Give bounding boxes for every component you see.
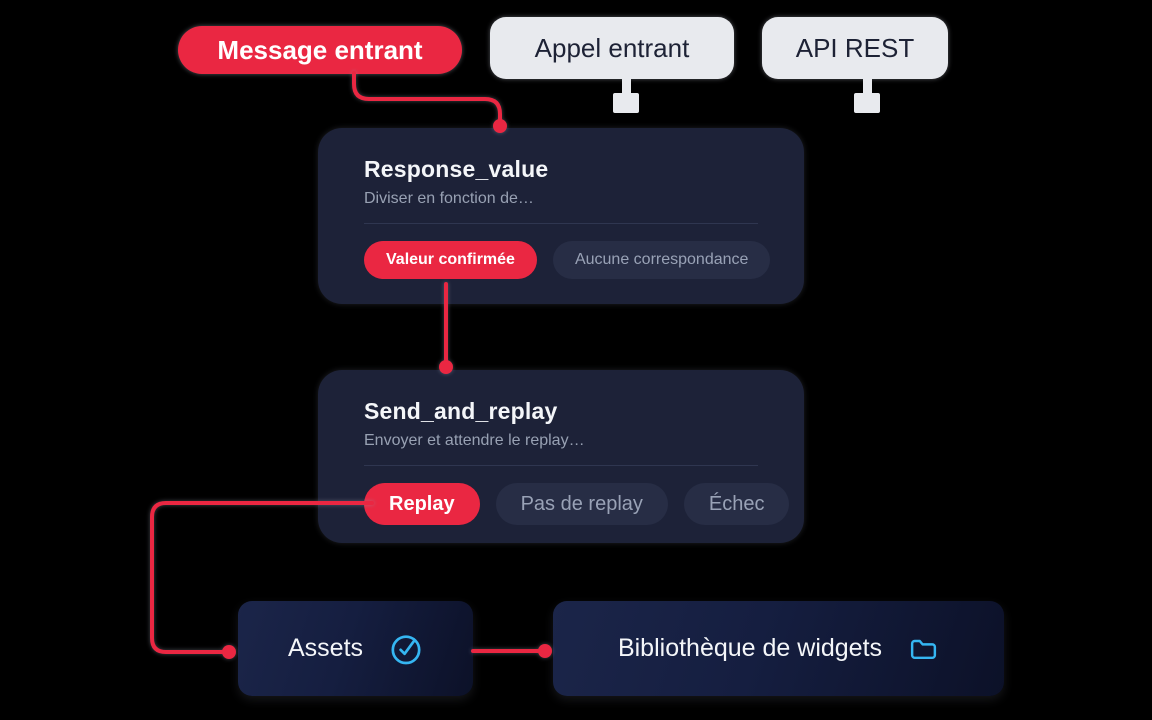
connector-endpoint-dot bbox=[222, 645, 236, 659]
connector-endpoint-dot bbox=[538, 644, 552, 658]
connector-stub-stem bbox=[863, 78, 872, 94]
node-subtitle: Envoyer et attendre le replay… bbox=[364, 432, 585, 449]
node-card-send-and-replay[interactable]: Send_and_replay Envoyer et attendre le r… bbox=[318, 370, 804, 543]
branch-pill-pas-de-replay[interactable]: Pas de replay bbox=[495, 483, 668, 525]
connector-stub-foot bbox=[854, 93, 880, 113]
trigger-label: API REST bbox=[795, 32, 915, 63]
node-divider bbox=[364, 465, 758, 466]
branch-pill-valeur-confirmee[interactable]: Valeur confirmée bbox=[364, 241, 537, 279]
branch-pill-aucune-correspondance[interactable]: Aucune correspondance bbox=[552, 241, 771, 279]
resource-card-widget-library[interactable]: Bibliothèque de widgets bbox=[553, 601, 1004, 696]
branch-row: Valeur confirmée Aucune correspondance bbox=[364, 241, 771, 279]
resource-label: Assets bbox=[287, 634, 364, 662]
node-title: Send_and_replay bbox=[364, 398, 558, 424]
trigger-label: Message entrant bbox=[217, 34, 423, 65]
connector-message-to-response bbox=[352, 71, 502, 122]
check-circle-icon bbox=[389, 632, 423, 666]
resource-label: Bibliothèque de widgets bbox=[617, 634, 883, 662]
node-subtitle: Diviser en fonction de… bbox=[364, 190, 534, 207]
connector-stub-stem bbox=[622, 78, 631, 94]
node-card-response-value[interactable]: Response_value Diviser en fonction de… V… bbox=[318, 128, 804, 304]
resource-card-assets[interactable]: Assets bbox=[238, 601, 473, 696]
connector-stub-foot bbox=[613, 93, 639, 113]
node-divider bbox=[364, 223, 758, 224]
node-title: Response_value bbox=[364, 156, 549, 182]
trigger-pill-appel-entrant[interactable]: Appel entrant bbox=[490, 17, 734, 113]
branch-row: Replay Pas de replay Échec bbox=[364, 483, 790, 525]
trigger-label: Appel entrant bbox=[534, 32, 690, 63]
trigger-pill-message-entrant[interactable]: Message entrant bbox=[178, 26, 462, 74]
branch-pill-echec[interactable]: Échec bbox=[683, 483, 790, 525]
folder-icon bbox=[908, 633, 939, 664]
branch-pill-replay[interactable]: Replay bbox=[364, 483, 480, 525]
trigger-pill-api-rest[interactable]: API REST bbox=[762, 17, 948, 113]
